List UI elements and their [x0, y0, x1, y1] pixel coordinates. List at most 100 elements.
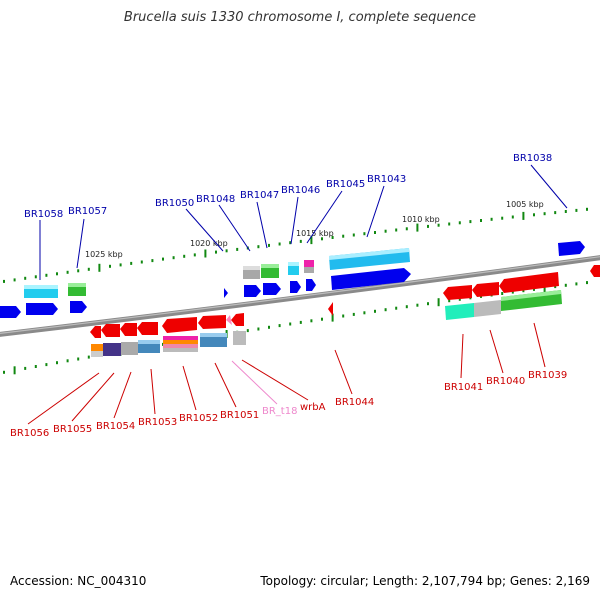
- gene-arrow[interactable]: [90, 326, 101, 338]
- minor-tick: [575, 282, 578, 286]
- outer-tick-track: [3, 207, 588, 283]
- minor-tick: [119, 263, 122, 267]
- minor-tick: [130, 261, 133, 265]
- gene-label[interactable]: BR1038: [513, 153, 552, 164]
- gene-box[interactable]: [304, 267, 314, 273]
- gene-box[interactable]: [163, 336, 198, 340]
- gene-arrow[interactable]: [0, 306, 21, 318]
- gene-arrow[interactable]: [231, 313, 244, 326]
- gene-arrow[interactable]: [263, 283, 281, 295]
- gene-arrow[interactable]: [331, 268, 411, 290]
- minor-tick: [289, 241, 292, 245]
- gene-arrow[interactable]: [120, 323, 137, 336]
- gene-arrow[interactable]: [472, 282, 499, 297]
- minor-tick: [554, 285, 557, 289]
- gene-arrow[interactable]: [137, 322, 158, 335]
- gene-arrow[interactable]: [244, 285, 261, 297]
- major-tick: [13, 366, 16, 375]
- major-tick: [543, 284, 546, 292]
- gene-arrow[interactable]: [162, 317, 197, 333]
- gene-arrow[interactable]: [198, 315, 226, 329]
- gene-label[interactable]: BR1043: [367, 174, 406, 185]
- minor-tick: [236, 247, 239, 251]
- minor-tick: [257, 327, 260, 331]
- gene-arrow[interactable]: [101, 324, 120, 337]
- gene-label[interactable]: BR1056: [10, 428, 49, 439]
- gene-arrow[interactable]: [290, 281, 301, 293]
- minor-tick: [109, 264, 111, 268]
- gene-box[interactable]: [121, 342, 138, 355]
- forward-gene-labels: BR1058 BR1057 BR1050 BR1048 BR1047 BR104…: [24, 153, 552, 220]
- gene-label[interactable]: BR1058: [24, 209, 63, 220]
- minor-tick: [3, 279, 5, 283]
- minor-tick: [363, 232, 366, 236]
- minor-tick: [87, 267, 90, 271]
- gene-arrow[interactable]: [443, 285, 472, 300]
- minor-tick: [172, 256, 175, 260]
- gene-arrow[interactable]: [590, 265, 600, 277]
- minor-tick: [34, 275, 37, 279]
- gene-label[interactable]: BR1051: [220, 410, 259, 421]
- reverse-gene-track: [90, 265, 600, 357]
- minor-tick: [13, 278, 16, 282]
- gene-label[interactable]: BR1040: [486, 376, 525, 387]
- minor-tick: [3, 370, 5, 374]
- major-tick: [331, 313, 334, 322]
- minor-tick: [257, 245, 260, 249]
- minor-tick: [352, 312, 355, 316]
- minor-tick: [564, 210, 567, 213]
- minor-tick: [140, 260, 143, 264]
- minor-tick: [34, 365, 37, 368]
- gene-box[interactable]: [91, 344, 103, 351]
- major-tick: [522, 211, 525, 220]
- gene-label[interactable]: BR1046: [281, 185, 320, 196]
- minor-tick: [278, 242, 281, 246]
- gene-label[interactable]: BR1041: [444, 382, 483, 393]
- gene-label[interactable]: BR1053: [138, 417, 177, 428]
- gene-box[interactable]: [304, 260, 314, 267]
- minor-tick: [490, 217, 493, 221]
- gene-box[interactable]: [288, 262, 299, 275]
- minor-tick: [299, 239, 302, 243]
- gene-label[interactable]: BR1044: [335, 397, 374, 408]
- gene-box[interactable]: [233, 331, 246, 345]
- minor-tick: [87, 355, 90, 359]
- minor-tick: [575, 208, 578, 212]
- major-tick: [437, 298, 440, 307]
- gene-label[interactable]: BR_t18: [262, 406, 297, 417]
- minor-tick: [511, 290, 514, 294]
- gene-box[interactable]: [445, 303, 474, 320]
- gene-arrow[interactable]: [499, 272, 559, 293]
- gene-arrow[interactable]: [328, 302, 333, 316]
- minor-tick: [405, 227, 408, 231]
- gene-label[interactable]: BR1050: [155, 198, 194, 209]
- gene-label[interactable]: BR1039: [528, 370, 567, 381]
- gene-label[interactable]: BR1048: [196, 194, 235, 205]
- minor-tick: [384, 229, 387, 233]
- gene-arrow[interactable]: [70, 301, 87, 313]
- minor-tick: [352, 233, 355, 237]
- gene-label[interactable]: BR1055: [53, 424, 92, 435]
- gene-arrow[interactable]: [226, 315, 232, 325]
- chromosome-backbone: [0, 255, 600, 337]
- gene-arrow[interactable]: [224, 288, 228, 298]
- minor-tick: [448, 299, 451, 303]
- gene-label[interactable]: BR1045: [326, 179, 365, 190]
- minor-tick: [66, 359, 69, 363]
- gene-arrow[interactable]: [26, 303, 58, 315]
- gene-box[interactable]: [474, 300, 501, 317]
- minor-tick: [299, 320, 302, 324]
- gene-label[interactable]: BR1052: [179, 413, 218, 424]
- gene-label[interactable]: BR1057: [68, 206, 107, 217]
- gene-arrow[interactable]: [306, 279, 316, 291]
- gene-label[interactable]: BR1047: [240, 190, 279, 201]
- minor-tick: [45, 363, 48, 367]
- gene-label[interactable]: BR1054: [96, 421, 135, 432]
- gene-box[interactable]: [103, 343, 121, 356]
- gene-label[interactable]: wrbA: [300, 402, 326, 413]
- minor-tick: [395, 306, 398, 310]
- gene-arrow[interactable]: [558, 241, 585, 256]
- callout-lines: [27, 164, 568, 425]
